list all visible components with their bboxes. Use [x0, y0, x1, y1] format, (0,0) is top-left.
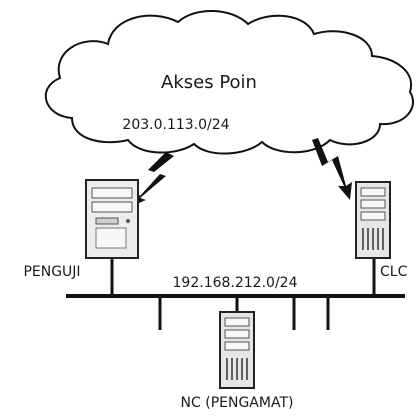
server-tower-icon [355, 181, 391, 259]
node-nc-pengamat: NC (PENGAMAT) [181, 311, 294, 411]
lan-backbone: 192.168.212.0/24 [66, 258, 405, 330]
wireless-link-right [312, 138, 352, 200]
lan-subnet: 192.168.212.0/24 [173, 275, 298, 291]
node-penguji: PENGUJI [23, 179, 139, 280]
server-tower-icon [219, 311, 255, 389]
node-label-penguji: PENGUJI [23, 264, 80, 280]
cloud-title: Akses Poin [161, 72, 257, 93]
node-label-nc-pengamat: NC (PENGAMAT) [181, 395, 294, 411]
node-clc: CLC [355, 181, 408, 280]
cloud: Akses Poin 203.0.113.0/24 [44, 10, 415, 155]
lightning-bolt-icon [312, 138, 352, 200]
cloud-shape [44, 10, 415, 155]
desktop-computer-icon [85, 179, 139, 259]
cloud-subnet: 203.0.113.0/24 [122, 117, 229, 133]
node-label-clc: CLC [380, 264, 408, 280]
